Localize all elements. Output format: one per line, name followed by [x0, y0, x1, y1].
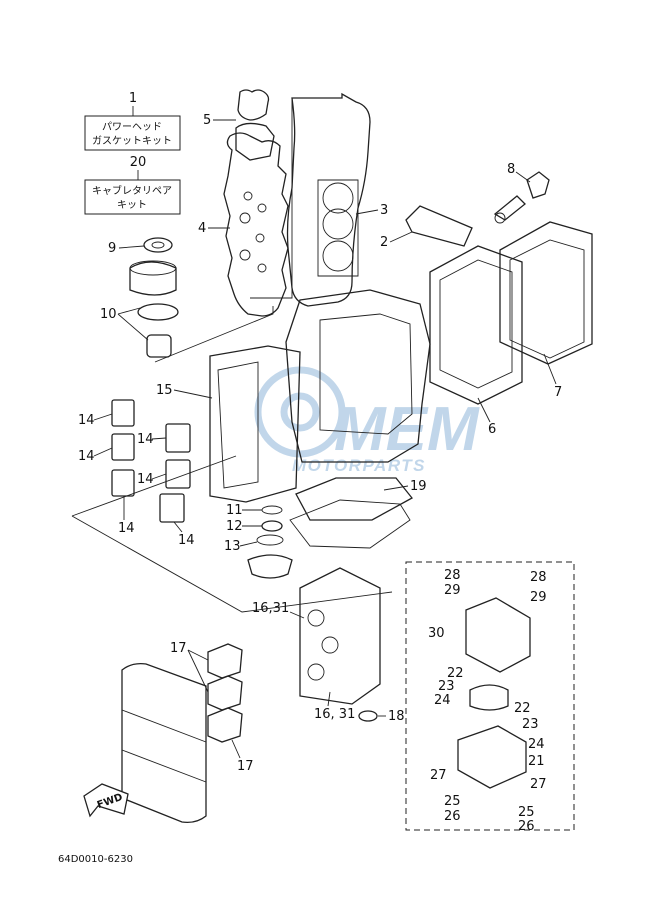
part-8-valve: [493, 171, 550, 224]
kit-box-1-line2: ガスケットキット: [92, 135, 172, 147]
callout-28a: 28: [444, 568, 461, 583]
callout-3: 3: [380, 203, 388, 218]
callout-27b: 27: [530, 777, 547, 792]
part-3-head-cover: [286, 92, 371, 307]
callout-1: 1: [129, 91, 137, 106]
callout-23b: 23: [522, 717, 539, 732]
part-2-cover: [405, 205, 473, 247]
part-10-bearing-housing: [129, 260, 179, 358]
callout-29a: 29: [444, 583, 461, 598]
watermark-gear-logo: [254, 366, 346, 458]
part-15-intake-manifold: [209, 345, 301, 503]
part-4-cylinder-head-gasket: [223, 132, 289, 317]
callout-22b: 22: [514, 701, 531, 716]
callout-27a: 27: [430, 768, 447, 783]
callout-24a: 24: [434, 693, 451, 708]
part-11-12-13-seals: [247, 505, 293, 579]
callout-14d: 14: [137, 472, 154, 487]
callout-30: 30: [428, 626, 445, 641]
callout-9: 9: [108, 241, 116, 256]
callout-15: 15: [156, 383, 173, 398]
callout-28b: 28: [530, 570, 547, 585]
carburetor-detail-box: [405, 561, 575, 831]
cylinder-block: [285, 289, 431, 463]
part-18-washer: [358, 710, 378, 722]
part-7-exhaust-cover: [499, 221, 593, 365]
callout-14a: 14: [78, 413, 95, 428]
part-16-carburetor-body: [299, 567, 381, 705]
callout-16a: 16,31: [252, 601, 289, 616]
callout-25a: 25: [444, 794, 461, 809]
callout-6: 6: [488, 422, 496, 437]
callout-26a: 26: [444, 809, 461, 824]
callout-12: 12: [226, 519, 243, 534]
fwd-arrow-icon: FWD: [83, 783, 129, 818]
callout-11: 11: [226, 503, 243, 518]
callout-21: 21: [528, 754, 545, 769]
air-silencer: [121, 662, 207, 824]
callout-13: 13: [224, 539, 241, 554]
callout-14b: 14: [78, 449, 95, 464]
kit-box-20-line1: キャブレタリペア: [92, 184, 172, 197]
callout-25b: 25: [518, 805, 535, 820]
callout-24b: 24: [528, 737, 545, 752]
callouts: 5 4 3 2 8 9 10 7 6 15 14 14 14 14 14 14 …: [78, 113, 562, 834]
callout-14e: 14: [118, 521, 135, 536]
callout-29b: 29: [530, 590, 547, 605]
callout-26b: 26: [518, 819, 535, 834]
kit-box-1-line1: パワーヘッド: [102, 121, 162, 133]
part-6-inner-plate: [429, 245, 523, 405]
part-17-gaskets: [207, 643, 243, 743]
watermark-main: MEM: [334, 395, 480, 464]
callout-23a: 23: [438, 679, 455, 694]
callout-19: 19: [410, 479, 427, 494]
callout-22a: 22: [447, 666, 464, 681]
part-9-seal: [143, 237, 173, 253]
callout-18: 18: [388, 709, 405, 724]
callout-17b: 17: [237, 759, 254, 774]
callout-5: 5: [203, 113, 211, 128]
callout-14f: 14: [178, 533, 195, 548]
callout-7: 7: [554, 385, 562, 400]
callout-14c: 14: [137, 432, 154, 447]
part-19-gasket: [289, 477, 413, 549]
kit-box-20: 20 キャブレタリペア キット: [84, 155, 181, 215]
kit-box-20-line2: キット: [117, 200, 147, 211]
kit-box-1: 1 パワーヘッド ガスケットキット: [84, 91, 181, 151]
callout-10: 10: [100, 307, 117, 322]
callout-20: 20: [130, 155, 147, 170]
callout-4: 4: [198, 221, 206, 236]
callout-16b: 16, 31: [314, 707, 355, 722]
carburetor-detail: [457, 597, 531, 789]
part-5-gasket: [235, 89, 275, 161]
watermark: MEM MOTORPARTS: [254, 366, 480, 475]
watermark-sub: MOTORPARTS: [292, 456, 426, 475]
diagram-code: 64D0010-6230: [58, 854, 133, 865]
callout-8: 8: [507, 162, 515, 177]
part-14-reed-valves: [111, 399, 191, 523]
callout-2: 2: [380, 235, 388, 250]
callout-17a: 17: [170, 641, 187, 656]
